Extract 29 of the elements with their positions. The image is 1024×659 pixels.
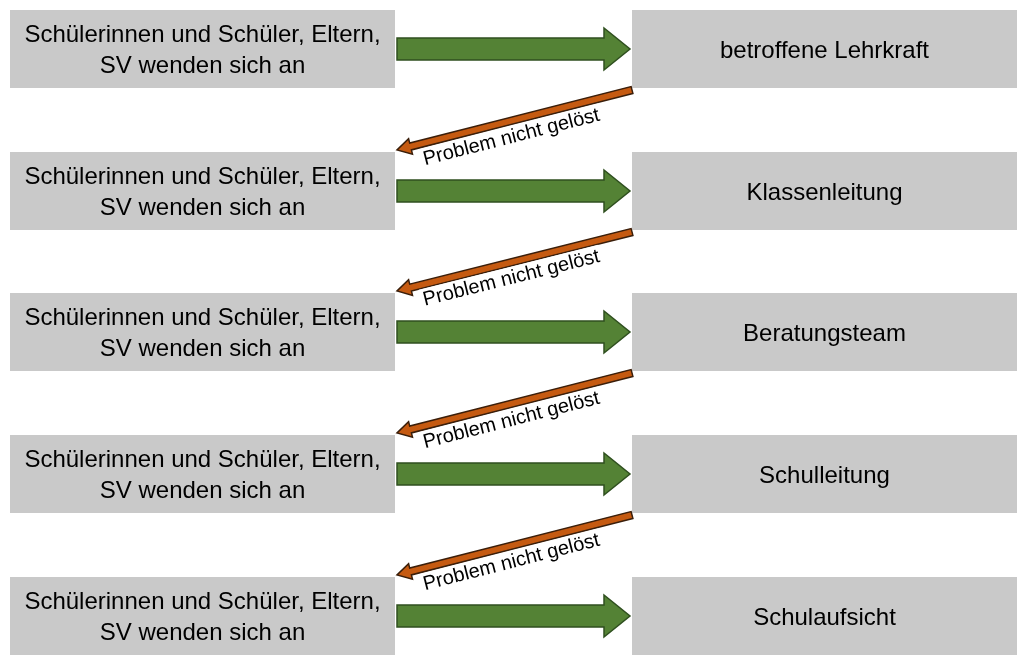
box-text: Schülerinnen und Schüler, Eltern, SV wenden sich an [23,444,382,505]
arrow [396,26,632,72]
process-box [632,293,1017,371]
arrow [395,510,634,581]
arrow [395,227,634,297]
box-text: Schülerinnen und Schüler, Eltern, SV wenden sich an [23,161,382,222]
process-box [10,435,395,513]
box-text: betroffene Lehrkraft [720,34,929,65]
box-text: Beratungsteam [743,317,906,348]
process-box [10,10,395,88]
box-text: Schulleitung [759,459,890,490]
arrow [396,168,632,214]
arrow [395,368,634,439]
box-text: Schülerinnen und Schüler, Eltern, SV wenden sich an [23,19,382,80]
process-box [632,10,1017,88]
process-box [10,577,395,655]
process-box [632,435,1017,513]
box-text: Schülerinnen und Schüler, Eltern, SV wenden sich an [23,586,382,647]
process-box [632,152,1017,230]
arrow [396,593,632,639]
box-text: Schülerinnen und Schüler, Eltern, SV wenden sich an [23,302,382,363]
box-text: Klassenleitung [746,176,903,207]
box-text: Schulaufsicht [753,601,896,632]
process-box [632,577,1017,655]
process-box [10,293,395,371]
arrow [396,451,632,497]
arrow [395,85,634,156]
arrow [396,309,632,355]
process-box [10,152,395,230]
